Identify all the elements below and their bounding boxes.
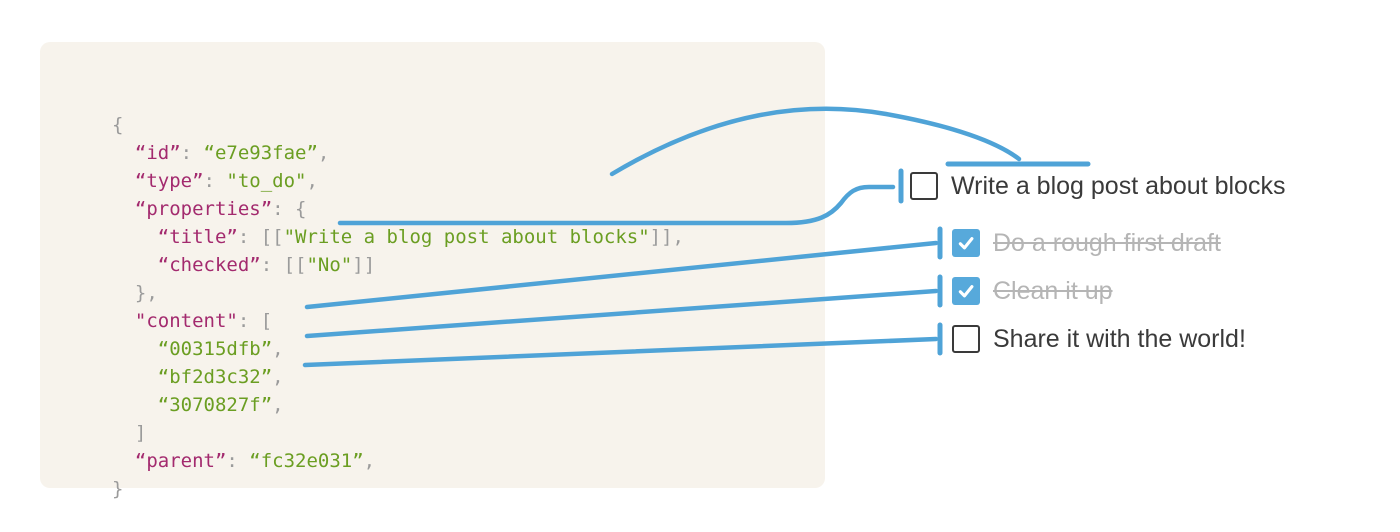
code-line: “00315dfb”, — [112, 335, 684, 363]
code-segment: , — [363, 450, 376, 472]
code-segment: “e7e93fae” — [203, 142, 318, 164]
code-segment: , — [272, 338, 284, 360]
code-line: } — [112, 475, 684, 503]
code-segment: “title” — [112, 226, 238, 248]
todo-item: Write a blog post about blocks — [910, 172, 1285, 200]
code-segment: "Write a blog post about blocks" — [283, 226, 650, 248]
code-segment: : — [226, 450, 250, 472]
code-line: “bf2d3c32”, — [112, 363, 684, 391]
code-segment: “id” — [112, 142, 181, 164]
code-segment: “3070827f” — [112, 394, 273, 416]
checkmark-icon — [958, 237, 974, 250]
todo-label: Clean it up — [993, 277, 1113, 305]
code-line: “title”: [["Write a blog post about bloc… — [112, 223, 684, 251]
code-line: “properties”: { — [112, 195, 684, 223]
code-segment: “checked” — [112, 254, 261, 276]
code-segment: , — [306, 170, 318, 192]
todo-label: Write a blog post about blocks — [951, 172, 1286, 200]
todo-checkbox[interactable] — [952, 325, 980, 353]
code-segment: “parent” — [112, 450, 227, 472]
code-segment: “00315dfb” — [112, 338, 273, 360]
code-segment: : [[ — [260, 254, 307, 276]
code-segment: "content" — [112, 310, 238, 332]
code-segment: “type” — [112, 170, 204, 192]
todo-item: Share it with the world! — [952, 325, 1246, 353]
code-segment: : — [203, 170, 227, 192]
code-line: “id”: “e7e93fae”, — [112, 139, 684, 167]
code-segment: , — [317, 142, 330, 164]
code-line: { — [112, 111, 684, 139]
code-segment: , — [272, 394, 284, 416]
code-segment: “bf2d3c32” — [112, 366, 273, 388]
code-block: { “id”: “e7e93fae”, “type”: "to_do", “pr… — [112, 111, 684, 503]
code-segment: }, — [112, 282, 158, 304]
todo-checkbox[interactable] — [910, 172, 938, 200]
code-segment: , — [272, 366, 284, 388]
code-line: “type”: "to_do", — [112, 167, 684, 195]
todo-item: Clean it up — [952, 277, 1113, 305]
todo-label: Share it with the world! — [993, 325, 1246, 353]
code-segment: “properties” — [112, 198, 273, 220]
code-segment: “fc32e031” — [249, 450, 364, 472]
code-segment: { — [112, 114, 124, 136]
checkmark-icon — [958, 285, 974, 298]
code-segment: : [[ — [237, 226, 284, 248]
code-line: ] — [112, 419, 684, 447]
code-line: “3070827f”, — [112, 391, 684, 419]
code-segment: : — [180, 142, 204, 164]
code-segment: : { — [272, 198, 307, 220]
code-line: “parent”: “fc32e031”, — [112, 447, 684, 475]
todo-checkbox[interactable] — [952, 229, 980, 257]
code-segment: : [ — [237, 310, 273, 332]
code-segment: "to_do" — [226, 170, 307, 192]
code-segment: } — [112, 478, 124, 500]
todo-item: Do a rough first draft — [952, 229, 1221, 257]
code-segment: ] — [112, 422, 147, 444]
todo-checkbox[interactable] — [952, 277, 980, 305]
code-line: "content": [ — [112, 307, 684, 335]
todo-label: Do a rough first draft — [993, 229, 1221, 257]
code-line: }, — [112, 279, 684, 307]
